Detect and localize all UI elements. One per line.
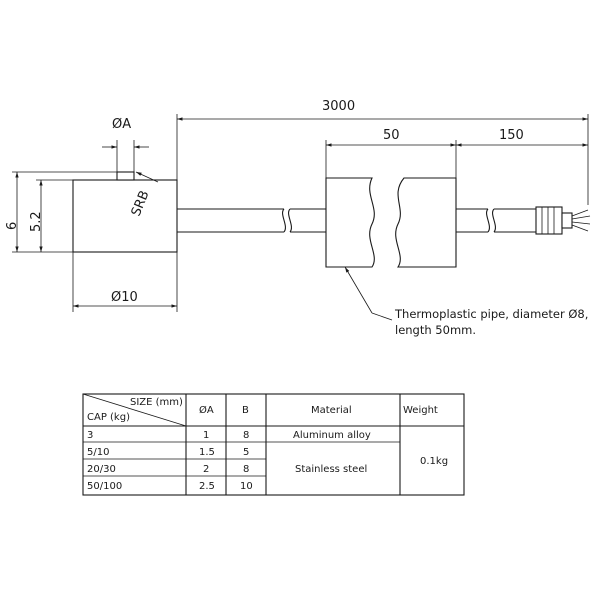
sleeve-note: Thermoplastic pipe, diameter Ø8, length … xyxy=(344,266,588,337)
dim-50-label: 50 xyxy=(383,128,400,143)
load-button xyxy=(116,171,135,181)
dim-5-2-label: 5.2 xyxy=(29,211,44,232)
dim-diameter-a: ØA xyxy=(102,117,149,172)
dim-6-label: 6 xyxy=(5,222,20,230)
dim-height-body: 5.2 xyxy=(29,179,73,252)
dim-end-length: 150 xyxy=(456,128,588,147)
dim-height-total: 6 xyxy=(5,171,117,253)
header-weight: Weight xyxy=(403,405,438,416)
thermoplastic-sleeve xyxy=(325,177,457,268)
dim-3000-label: 3000 xyxy=(322,99,355,114)
cable-segment-2 xyxy=(456,208,536,233)
spec-table: SIZE (mm) CAP (kg) ØA B Material Weight … xyxy=(82,393,465,496)
dim-oa-label: ØA xyxy=(112,117,131,132)
row1-a: 1 xyxy=(203,430,209,441)
header-oa: ØA xyxy=(199,404,214,416)
header-material: Material xyxy=(311,405,352,416)
weight-value: 0.1kg xyxy=(420,456,448,467)
row1-b: 8 xyxy=(243,430,249,441)
row3-cap: 20/30 xyxy=(87,464,116,475)
material-stainless: Stainless steel xyxy=(295,464,367,475)
row3-a: 2 xyxy=(203,464,209,475)
row1-cap: 3 xyxy=(87,430,93,441)
cell-housing xyxy=(72,179,178,253)
row4-b: 10 xyxy=(240,481,253,492)
dim-diameter-body: Ø10 xyxy=(72,232,178,312)
row4-a: 2.5 xyxy=(199,481,215,492)
cable-segment-1 xyxy=(177,208,326,233)
row4-cap: 50/100 xyxy=(87,481,122,492)
header-cap: CAP (kg) xyxy=(87,412,130,423)
header-b: B xyxy=(242,405,249,416)
dim-150-label: 150 xyxy=(499,128,524,143)
note-line-1: Thermoplastic pipe, diameter Ø8, xyxy=(394,307,588,321)
row2-a: 1.5 xyxy=(199,447,215,458)
row2-b: 5 xyxy=(243,447,249,458)
note-line-2: length 50mm. xyxy=(395,323,476,337)
dim-sleeve-length: 50 xyxy=(325,128,457,178)
dim-o10-label: Ø10 xyxy=(111,290,138,305)
header-size: SIZE (mm) xyxy=(130,397,183,408)
row3-b: 8 xyxy=(243,464,249,475)
load-cell-body xyxy=(72,171,178,253)
material-aluminum: Aluminum alloy xyxy=(293,430,371,441)
row2-cap: 5/10 xyxy=(87,447,109,458)
dim-cable-length: 3000 xyxy=(176,99,589,205)
cable-end-connector xyxy=(535,206,591,235)
